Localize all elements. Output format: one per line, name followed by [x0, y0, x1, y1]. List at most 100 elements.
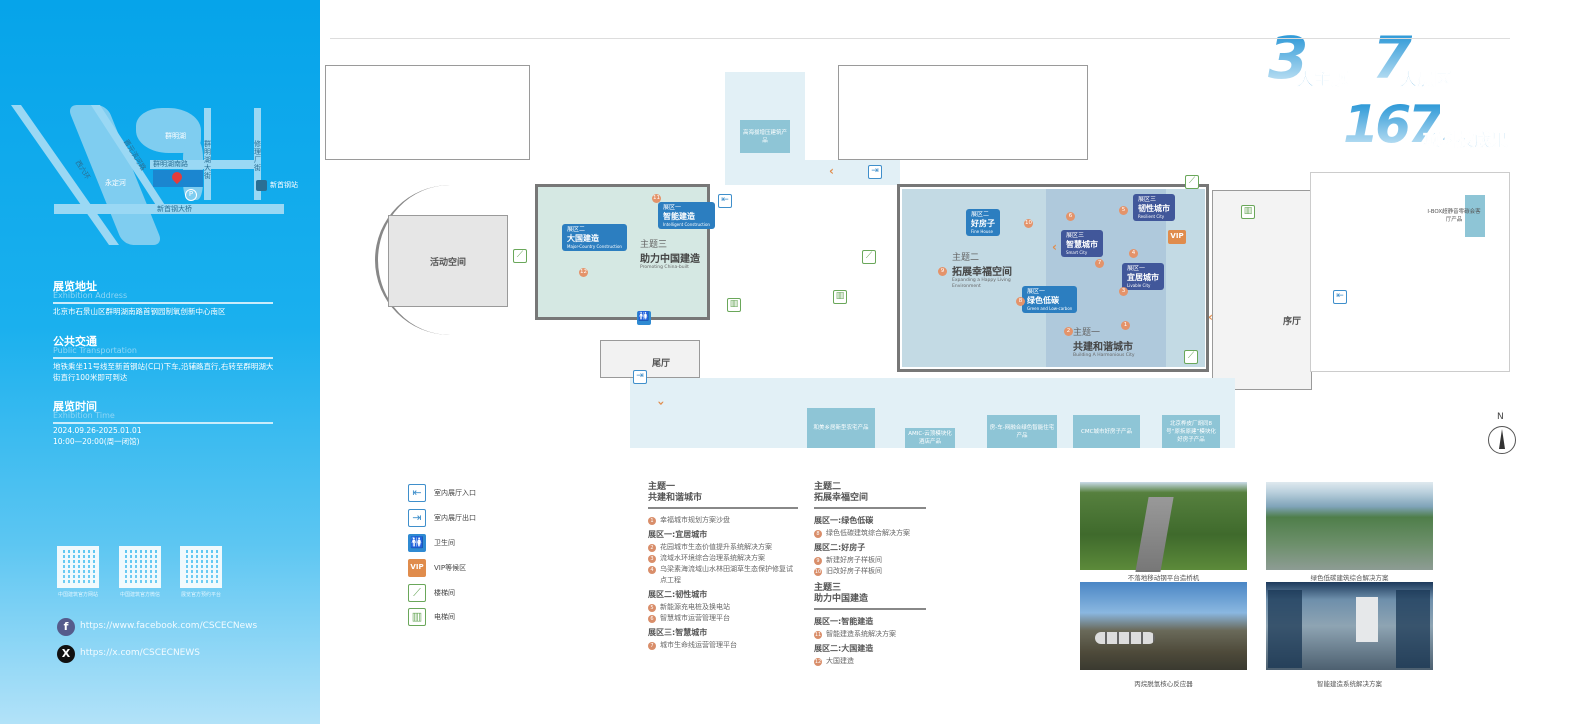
lake-label: 群明湖 — [165, 132, 186, 140]
legend-label: VIP等候区 — [434, 564, 467, 572]
address-text: 北京市石景山区群明湖南路首钢园制氧创新中心南区 — [53, 307, 226, 316]
exhibition-dates: 2024.09.26-2025.01.01 — [53, 426, 142, 435]
legend-label: 卫生间 — [434, 539, 455, 547]
x-icon[interactable]: X — [57, 645, 75, 663]
stairs-icon: ⟋ — [513, 249, 527, 263]
qr-code — [180, 546, 222, 588]
stairs-icon: ⟋ — [862, 250, 876, 264]
station-label: 新首钢站 — [270, 181, 298, 189]
restroom-icon: 🚻 — [408, 534, 426, 552]
legend-label: 电梯间 — [434, 613, 455, 621]
photo-caption: 不落地移动钢平台造桥机 — [1127, 574, 1200, 582]
stairs-icon: ⟋ — [1185, 175, 1199, 189]
themes-label: 大主题 — [1297, 70, 1349, 91]
photo-green-building — [1266, 482, 1433, 570]
legend-label: 室内展厅出口 — [434, 514, 476, 522]
transport-title: 公共交通 — [53, 335, 97, 348]
achievements-count: 167 — [1343, 95, 1444, 155]
exhibit-marker: 9 — [938, 267, 947, 276]
exhibit-outdoor-product: 和美乡居新型农宅产品 — [807, 408, 875, 448]
exhibit-marker: 3 — [1119, 287, 1128, 296]
metro-icon — [256, 180, 267, 191]
compass-label: N — [1497, 412, 1504, 422]
achievements-label: 项科技成果 — [1423, 131, 1509, 152]
exhibit-marker: 5 — [1119, 206, 1128, 215]
info-panel: 群明湖 永定河 西六环 晋元滨河路 群明湖南路 群明湖大街 修理厂街 新首钢大桥… — [0, 0, 320, 724]
time-title: 展览时间 — [53, 400, 97, 413]
legend-label: 室内展厅入口 — [434, 489, 476, 497]
photo-caption: 智能建造系统解决方案 — [1317, 680, 1382, 688]
exhibit-marker: 6 — [1066, 212, 1075, 221]
exhibit-marker: 12 — [579, 268, 588, 277]
opening-hours: 10:00—20:00(周一闭馆) — [53, 437, 140, 446]
exhibit-marker: 2 — [1064, 327, 1073, 336]
exhibit-marker: 4 — [1129, 249, 1138, 258]
zones-label: 大展区 — [1400, 70, 1452, 91]
entrance-icon: ⇤ — [408, 484, 426, 502]
road-label: 群明湖大街 — [204, 140, 211, 180]
exhibit-marker: 1 — [1121, 321, 1130, 330]
legend-label: 楼梯间 — [434, 589, 455, 597]
time-title-en: Exhibition Time — [53, 411, 115, 420]
exhibit-outdoor-product: 房-车-网融合绿色智能住宅产品 — [987, 415, 1057, 448]
entrance-icon: ⇤ — [1333, 290, 1347, 304]
restroom-icon: 🚻 — [637, 311, 651, 325]
direction-arrow-icon: ‹ — [653, 400, 668, 406]
exit-icon: ⇥ — [868, 165, 882, 179]
transport-title-en: Public Transportation — [53, 346, 137, 355]
exhibit-outdoor-product: AMIC-云顶模块化酒店产品 — [905, 428, 955, 448]
bridge-label: 新首钢大桥 — [157, 205, 192, 213]
direction-arrow-icon: ‹ — [829, 164, 834, 178]
vip-icon: VIP — [408, 559, 426, 577]
exit-icon: ⇥ — [633, 370, 647, 384]
photo-reactor — [1080, 582, 1247, 670]
north-arrow-icon — [1488, 426, 1516, 454]
road-label: 修理厂街 — [254, 140, 261, 172]
photo-bridge-machine — [1080, 482, 1247, 572]
prelude-hall-label: 序厅 — [1283, 317, 1302, 327]
address-title: 展览地址 — [53, 280, 97, 293]
vip-icon: VIP — [1168, 230, 1186, 244]
address-title-en: Exhibition Address — [53, 291, 128, 300]
tail-hall-label: 尾厅 — [652, 359, 671, 369]
elevator-icon: ▥ — [408, 608, 426, 626]
road-label: 群明湖南路 — [153, 160, 188, 168]
exhibit-altitude-product: 高海拔增压建筑产品 — [740, 120, 790, 153]
photo-smart-construction — [1266, 582, 1433, 670]
exhibit-outdoor-product: 北京桦皮厂胡同8号“原拆原建”模块化好房子产品 — [1162, 415, 1220, 448]
qr-label: 中国建筑官方网站 — [57, 592, 98, 598]
elevator-icon: ▥ — [833, 290, 847, 304]
direction-arrow-icon: ‹ — [1208, 310, 1213, 324]
exhibit-marker: 8 — [1016, 297, 1025, 306]
exit-icon: ⇥ — [408, 509, 426, 527]
direction-arrow-icon: ‹ — [1052, 240, 1057, 254]
exhibit-marker: 10 — [1024, 219, 1033, 228]
entrance-icon: ⇤ — [718, 194, 732, 208]
photo-caption: 丙烷脱氢核心反应器 — [1134, 680, 1193, 688]
river-label: 永定河 — [105, 179, 126, 187]
exhibit-outdoor-product: CMC城市好房子产品 — [1073, 415, 1140, 448]
activity-space-label: 活动空间 — [430, 258, 467, 268]
parking-icon: P — [185, 189, 197, 201]
x-link[interactable]: https://x.com/CSCECNEWS — [80, 648, 200, 658]
stairs-icon: ⟋ — [408, 584, 426, 602]
facebook-icon[interactable]: f — [57, 618, 75, 636]
elevator-icon: ▥ — [1241, 205, 1255, 219]
elevator-icon: ▥ — [727, 298, 741, 312]
exhibit-marker: 7 — [1095, 259, 1104, 268]
stairs-icon: ⟋ — [1184, 350, 1198, 364]
exhibit-marker: 11 — [652, 194, 661, 203]
facebook-link[interactable]: https://www.facebook.com/CSCECNews — [80, 621, 258, 631]
qr-code — [119, 546, 161, 588]
transport-text: 地铁乘坐11号线至新首钢站(C口)下车,沿辅路直行,右转至群明湖大街直行100米… — [53, 362, 274, 382]
